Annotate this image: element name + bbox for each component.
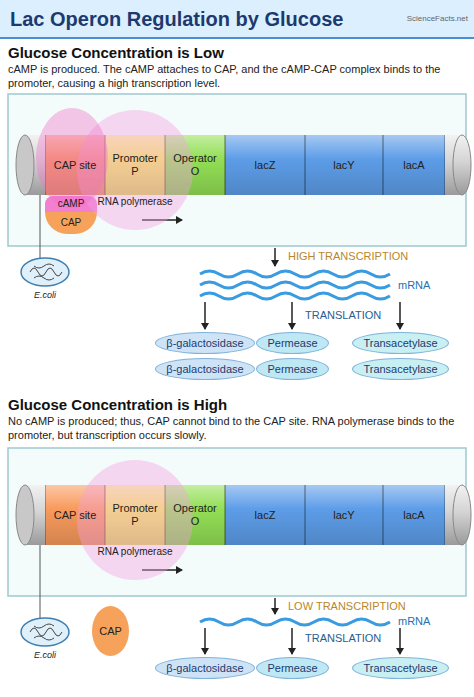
gene-segment: lacY [305, 135, 383, 195]
ecoli-cell [21, 618, 69, 646]
enzyme-ellipse: β-galactosidase [155, 657, 255, 679]
ecoli-dna [30, 264, 62, 280]
process-label: LOW TRANSCRIPTION [288, 600, 463, 614]
node-text: Transacetylase [363, 337, 437, 350]
cylinder-end [453, 485, 471, 545]
section-text: cAMP is produced. The cAMP attaches to C… [8, 63, 468, 91]
node-text: β-galactosidase [166, 662, 243, 675]
node-text: Permease [267, 337, 317, 350]
node-text: RNA polymerase [97, 196, 172, 208]
node-text: CAP site [54, 509, 97, 522]
mrna-waves [200, 271, 390, 625]
node-text: CAP [61, 217, 82, 229]
node-text: lacA [403, 509, 424, 522]
organism-label: E.coli [15, 290, 75, 301]
cap-protein: CAP [92, 606, 129, 656]
enzyme-ellipse: β-galactosidase [155, 332, 255, 354]
enzyme-ellipse: Transacetylase [352, 657, 449, 679]
flow-arrow [274, 248, 276, 266]
node-text: cAMP [58, 198, 85, 210]
molecule-label: mRNA [398, 615, 458, 629]
panel [8, 94, 466, 246]
gene-segment: lacZ [225, 135, 305, 195]
organism-label: E.coli [15, 650, 75, 661]
cylinder-end [16, 485, 34, 545]
section-heading: Glucose Concentration is High [8, 396, 468, 415]
node-text: Promoter P [111, 152, 159, 177]
process-label: HIGH TRANSCRIPTION [288, 250, 463, 264]
enzyme-ellipse: Transacetylase [352, 358, 449, 380]
cylinder-end [453, 135, 471, 195]
node-text: Promoter P [111, 502, 159, 527]
ecoli-dna [30, 624, 62, 640]
process-label: TRANSLATION [305, 632, 395, 646]
node-text: lacZ [255, 509, 276, 522]
title-rule [0, 37, 474, 39]
node-text: Operator O [171, 152, 219, 177]
node-text: Transacetylase [363, 363, 437, 376]
enzyme-ellipse: Permease [256, 657, 329, 679]
node-text: RNA polymerase [97, 546, 172, 558]
enzyme-ellipse: Permease [256, 332, 329, 354]
leader-line [40, 545, 41, 619]
panel [8, 448, 466, 596]
section-heading: Glucose Concentration is Low [8, 44, 468, 63]
molecule-label: mRNA [398, 279, 458, 293]
enzyme-ellipse: Transacetylase [352, 332, 449, 354]
node-text: CAP [99, 625, 122, 638]
node-text: lacZ [255, 159, 276, 172]
gene-segment: lacY [305, 485, 383, 545]
node-text: CAP site [54, 159, 97, 172]
ecoli-cell [21, 258, 69, 286]
node-text: Permease [267, 363, 317, 376]
title-bar [0, 0, 474, 38]
camp-binding-halo [36, 108, 108, 208]
process-label: TRANSLATION [305, 309, 395, 323]
node-text: lacY [333, 509, 354, 522]
enzyme-ellipse: β-galactosidase [155, 358, 255, 380]
node-text: β-galactosidase [166, 337, 243, 350]
leader-line [40, 195, 41, 259]
watermark: ScienceFacts.net [380, 14, 468, 24]
section-text: No cAMP is produced; thus, CAP cannot bi… [8, 415, 468, 443]
flow-arrow [274, 598, 276, 614]
node-text: β-galactosidase [166, 363, 243, 376]
gene-segment: lacA [383, 135, 445, 195]
gene-segment: lacZ [225, 485, 305, 545]
node-text: Transacetylase [363, 662, 437, 675]
gene-segment: lacA [383, 485, 445, 545]
cap-protein: CAP [45, 212, 97, 234]
title: Lac Operon Regulation by Glucose [10, 7, 343, 32]
enzyme-ellipse: Permease [256, 358, 329, 380]
node-text: lacY [333, 159, 354, 172]
node-text: lacA [403, 159, 424, 172]
cylinder-end [16, 135, 34, 195]
node-text: Permease [267, 662, 317, 675]
node-text: Operator O [171, 502, 219, 527]
